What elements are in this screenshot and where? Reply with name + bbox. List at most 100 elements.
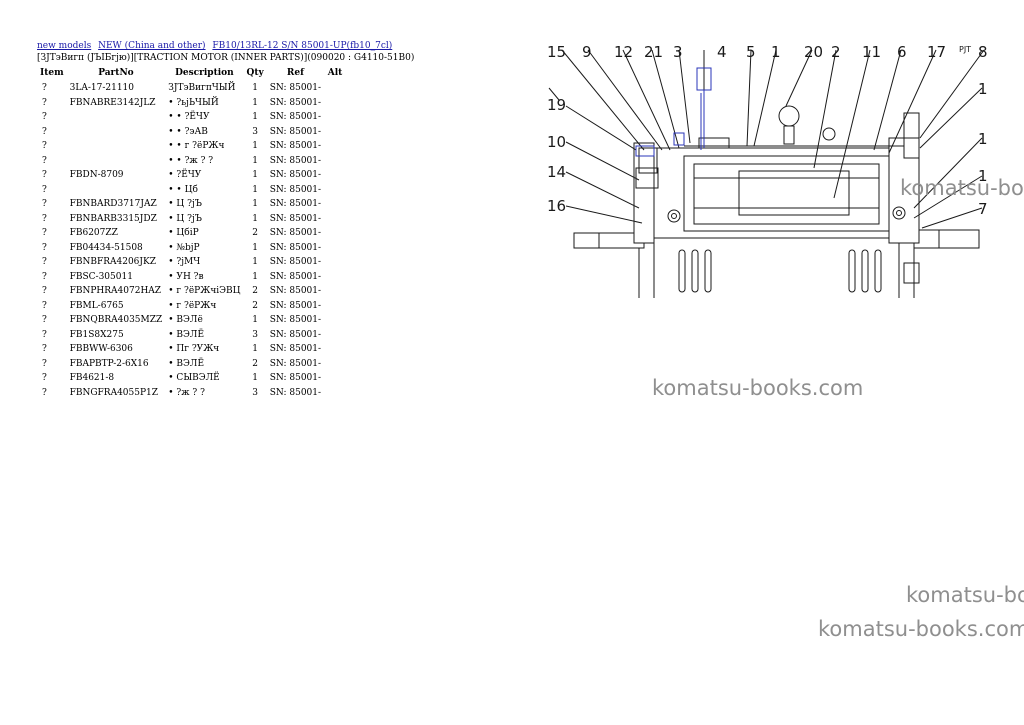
cell-qty: 3 xyxy=(252,126,258,137)
cell-part: FBNABRE3142JLZ xyxy=(69,97,156,108)
cell-desc: • • Цб xyxy=(168,184,198,195)
cell-part: FBBWW-6306 xyxy=(69,344,133,355)
cell-alt xyxy=(324,255,346,270)
cell-part: FBNPHRA4072HAZ xyxy=(69,286,162,297)
cell-alt xyxy=(324,386,346,401)
cell-item: ? xyxy=(42,228,47,239)
page-heading: [ЗЈТэВигп (ЈЪІБгјю)][TRACTION MOTOR (INN… xyxy=(37,53,415,63)
cell-part: FB6207ZZ xyxy=(69,228,118,239)
cell-part: FB4621-8 xyxy=(69,373,115,384)
cell-qty: 1 xyxy=(252,373,258,384)
cell-alt xyxy=(324,241,346,256)
watermark: komatsu-books.com xyxy=(906,583,1024,607)
cell-alt xyxy=(324,125,346,140)
cell-item: ? xyxy=(42,170,47,181)
cell-qty: 3 xyxy=(252,387,258,398)
breadcrumb-link-new-models[interactable]: new models xyxy=(37,41,92,51)
callout-5: 5 xyxy=(746,43,756,61)
cell-qty: 2 xyxy=(252,300,258,311)
cell-part: FB1S8X275 xyxy=(69,329,124,340)
cell-alt xyxy=(324,313,346,328)
cell-alt xyxy=(324,81,346,96)
cell-alt xyxy=(324,342,346,357)
cell-item: ? xyxy=(42,97,47,108)
cell-ref: SN: 85001- xyxy=(269,184,322,195)
cell-ref: SN: 85001- xyxy=(269,257,322,268)
cell-ref: SN: 85001- xyxy=(269,170,322,181)
diagram-corner-label: PJT xyxy=(959,45,971,54)
cell-alt xyxy=(324,110,346,125)
callout-19: 19 xyxy=(547,96,566,114)
cell-part: FBNBARD3717JAZ xyxy=(69,199,157,210)
header-alt: Alt xyxy=(327,67,343,78)
cell-desc: • Ц ?јЪ xyxy=(168,199,202,210)
cell-desc: • ?ж ? ? xyxy=(168,387,205,398)
cell-qty: 1 xyxy=(252,141,258,152)
callout-11: 11 xyxy=(862,43,881,61)
cell-part: FBNGFRA4055P1Z xyxy=(69,387,159,398)
cell-alt xyxy=(324,226,346,241)
breadcrumb-link-model[interactable]: FB10/13RL-12 S/N 85001-UP(fb10_7cl) xyxy=(212,41,393,51)
cell-item: ? xyxy=(42,126,47,137)
cell-qty: 2 xyxy=(252,358,258,369)
cell-item: ? xyxy=(42,141,47,152)
cell-ref: SN: 85001- xyxy=(269,387,322,398)
callout-17: 17 xyxy=(927,43,946,61)
cell-alt xyxy=(324,183,346,198)
callout-16: 16 xyxy=(547,197,566,215)
cell-qty: 1 xyxy=(252,199,258,210)
header-qty: Qty xyxy=(246,67,264,78)
cell-alt xyxy=(324,284,346,299)
cell-ref: SN: 85001- xyxy=(269,300,322,311)
parts-table: Item PartNo Description Qty Ref Alt ?3LA… xyxy=(37,64,346,400)
cell-part: 3LA-17-21110 xyxy=(69,83,134,94)
cell-item: ? xyxy=(42,112,47,123)
callout-21: 21 xyxy=(644,43,663,61)
cell-desc: • ЦбіР xyxy=(168,228,199,239)
cell-alt xyxy=(324,212,346,227)
cell-qty: 2 xyxy=(252,286,258,297)
cell-item: ? xyxy=(42,286,47,297)
callout-2: 2 xyxy=(831,43,841,61)
cell-qty: 1 xyxy=(252,344,258,355)
cell-desc: • • ?эАВ xyxy=(168,126,208,137)
header-item: Item xyxy=(40,67,64,78)
breadcrumb-link-new-china-and-other[interactable]: NEW (China and other) xyxy=(98,41,206,51)
cell-part xyxy=(67,154,166,169)
cell-desc: • СЫВЭЛЁ xyxy=(168,373,220,384)
callout-12: 12 xyxy=(614,43,633,61)
cell-alt xyxy=(324,299,346,314)
header-partno: PartNo xyxy=(98,67,134,78)
cell-qty: 1 xyxy=(252,155,258,166)
cell-desc: • ВЭЛЁ xyxy=(168,358,205,369)
cell-qty: 1 xyxy=(252,170,258,181)
callout-14: 14 xyxy=(547,163,566,181)
cell-alt xyxy=(324,139,346,154)
watermark: komatsu-books.com xyxy=(900,176,1024,200)
header-ref: Ref xyxy=(286,67,304,78)
cell-ref: SN: 85001- xyxy=(269,213,322,224)
cell-desc: • г ?ёРЖчіЭВЦ xyxy=(168,286,241,297)
cell-ref: SN: 85001- xyxy=(269,242,322,253)
cell-desc: • ВЭЛЁ xyxy=(168,329,205,340)
cell-qty: 1 xyxy=(252,315,258,326)
cell-qty: 1 xyxy=(252,213,258,224)
cell-qty: 1 xyxy=(252,97,258,108)
cell-item: ? xyxy=(42,155,47,166)
cell-alt xyxy=(324,328,346,343)
cell-alt xyxy=(324,154,346,169)
cell-desc: • • ?ж ? ? xyxy=(168,155,214,166)
cell-alt xyxy=(324,371,346,386)
